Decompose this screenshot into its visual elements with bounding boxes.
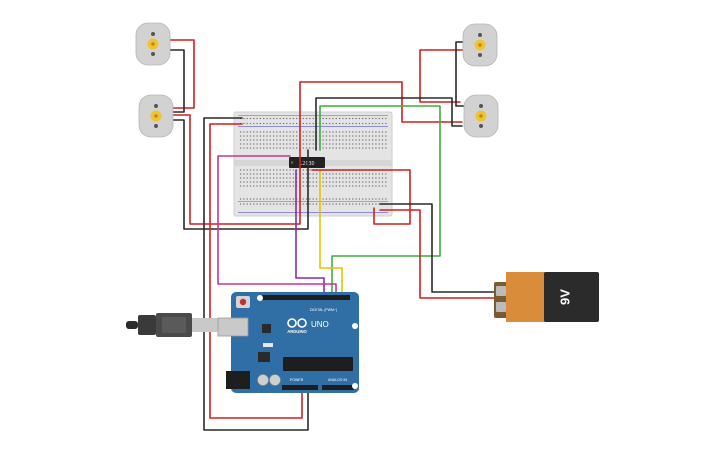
battery-label: 9V — [557, 289, 572, 305]
wire-red[interactable] — [419, 49, 467, 103]
power-pins-label: POWER — [290, 378, 304, 382]
motor-mid-right[interactable] — [463, 94, 499, 138]
wire-yellow[interactable] — [319, 169, 343, 299]
chip-label: L293D — [299, 161, 314, 167]
motor-driver-chip[interactable]: L293D — [289, 157, 325, 168]
digital-header[interactable] — [262, 295, 350, 300]
battery-9v[interactable]: 9V — [494, 272, 599, 322]
arduino-logo-icon — [287, 318, 307, 328]
arduino-uno[interactable]: ARDUINO UNO DIGITAL (PWM~) POWER ANALOG … — [217, 292, 359, 393]
atmega-chip — [283, 357, 353, 371]
wire-red[interactable] — [299, 81, 463, 151]
wire-black[interactable] — [171, 119, 309, 230]
usb-port[interactable] — [217, 317, 249, 337]
analog-pins-label: ANALOG IN — [328, 378, 348, 382]
wire-black[interactable] — [315, 97, 463, 151]
power-jack[interactable] — [226, 371, 250, 389]
power-header[interactable] — [282, 385, 318, 390]
wire-purple[interactable] — [295, 169, 325, 299]
wire-black[interactable] — [203, 117, 309, 431]
wire-green[interactable] — [319, 105, 441, 299]
wire-red[interactable] — [169, 39, 195, 109]
wire-black[interactable] — [169, 49, 185, 113]
wires — [169, 39, 499, 431]
usb-plug-icon[interactable] — [126, 313, 218, 337]
wire-magenta[interactable] — [217, 155, 337, 299]
arduino-logo-text: ARDUINO — [287, 329, 307, 334]
wire-red[interactable] — [209, 123, 303, 419]
digital-pins-label: DIGITAL (PWM~) — [310, 308, 337, 312]
wire-red[interactable] — [311, 169, 411, 225]
wire-black[interactable] — [379, 203, 499, 293]
wire-black[interactable] — [455, 41, 467, 107]
arduino-model-label: UNO — [311, 320, 329, 329]
analog-header[interactable] — [322, 385, 354, 390]
wire-red[interactable] — [171, 114, 301, 225]
wire-red[interactable] — [379, 209, 499, 299]
motor-top-right[interactable] — [462, 23, 498, 67]
motor-mid-left[interactable] — [138, 94, 174, 138]
motor-top-left[interactable] — [135, 22, 171, 66]
